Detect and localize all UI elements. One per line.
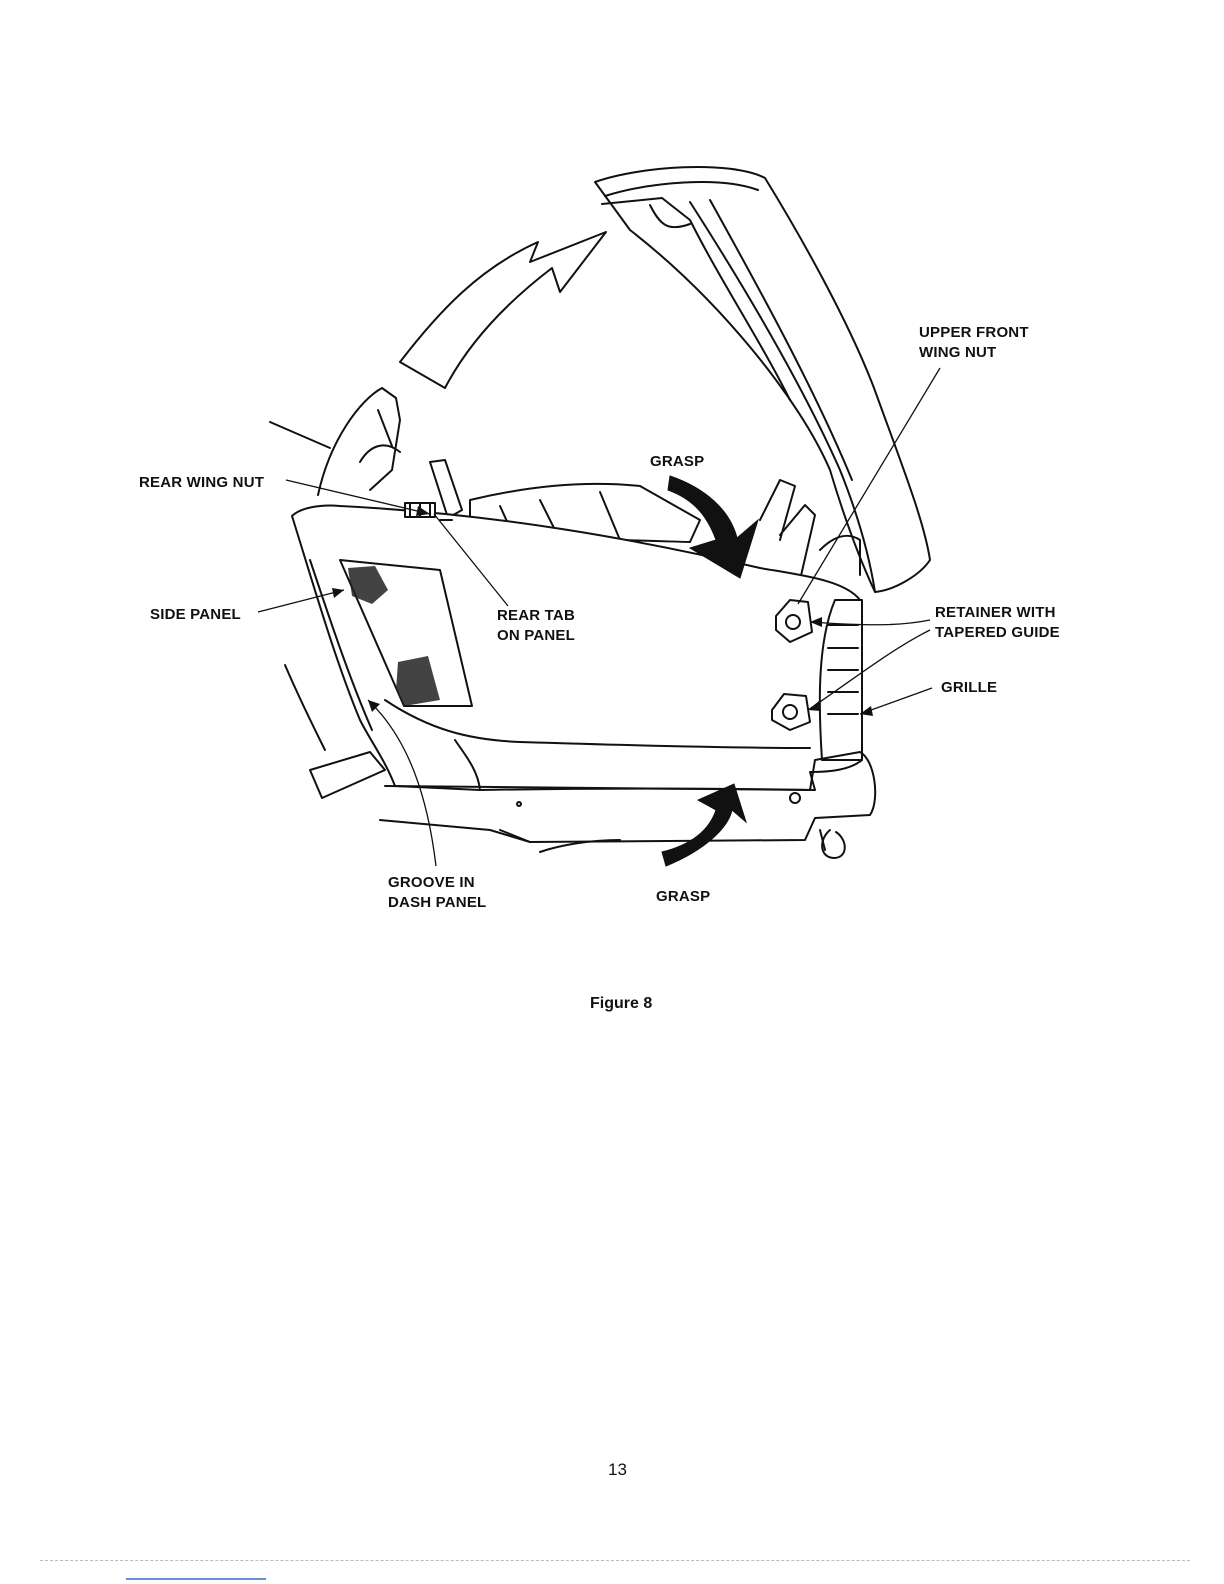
label-grasp-bottom: GRASP (656, 887, 710, 907)
label-retainer-with-tapered-guide: RETAINER WITH TAPERED GUIDE (935, 603, 1060, 643)
label-side-panel: SIDE PANEL (150, 605, 241, 625)
lift-arrow-icon (400, 232, 606, 388)
bolt-hole (517, 802, 521, 806)
footer-rule (40, 1560, 1190, 1561)
side-panel-shape (292, 505, 862, 790)
label-upper-front-wing-nut: UPPER FRONT WING NUT (919, 323, 1029, 363)
footer-link-underline (126, 1578, 266, 1580)
label-grille: GRILLE (941, 678, 997, 698)
grasp-arrow-bottom-icon (662, 784, 746, 866)
label-rear-wing-nut: REAR WING NUT (139, 473, 264, 493)
figure-caption: Figure 8 (590, 995, 652, 1013)
label-rear-tab-on-panel: REAR TAB ON PANEL (497, 606, 575, 646)
label-grasp-top: GRASP (650, 452, 704, 472)
bolt-hole (790, 793, 800, 803)
label-groove-in-dash-panel: GROOVE IN DASH PANEL (388, 873, 486, 913)
page-number: 13 (608, 1460, 627, 1480)
